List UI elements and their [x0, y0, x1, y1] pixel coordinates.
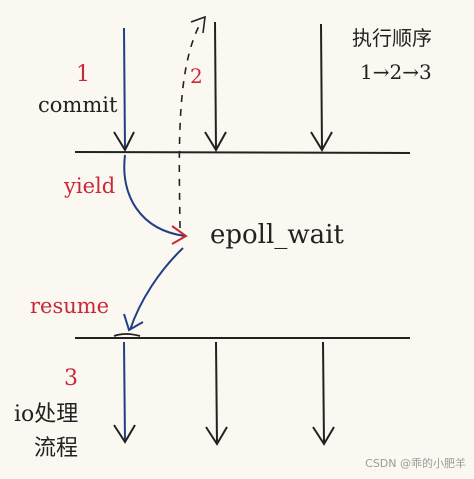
top-arrow-right: [320, 23, 323, 151]
io-process-label-line1: io处理: [14, 402, 79, 427]
commit-label: commit: [38, 93, 118, 117]
step3-number: 3: [64, 366, 78, 391]
dashed-return-arrowhead: [190, 15, 206, 34]
top-arrow-middle: [214, 21, 217, 151]
resume-label: resume: [30, 294, 110, 318]
order-title: 执行顺序: [352, 26, 432, 50]
io-arrow-middle-head: [205, 426, 228, 446]
commit-arrow: [123, 27, 126, 151]
io-arrow-right-head: [312, 426, 335, 446]
step1-number: 1: [76, 62, 90, 87]
top-divider-line: [74, 151, 411, 154]
io-arrow-middle: [215, 341, 218, 445]
io-arrow-right: [322, 341, 325, 445]
yield-arrowhead: [171, 225, 188, 245]
top-arrow-right-head: [310, 131, 333, 152]
resume-curve: [129, 247, 184, 331]
yield-curve: [123, 154, 186, 237]
io-arrow-left: [123, 341, 126, 443]
resume-arrowhead: [123, 313, 144, 332]
csdn-watermark: CSDN @乖的小肥羊: [365, 457, 466, 470]
dashed-return-path: [178, 23, 201, 229]
commit-arrowhead: [113, 131, 135, 153]
resume-landing-mark: [113, 333, 141, 337]
io-arrow-left-head: [113, 424, 136, 444]
order-sequence: 1→2→3: [360, 60, 432, 84]
top-arrow-middle-head: [204, 131, 227, 152]
yield-label: yield: [64, 174, 116, 198]
step2-number: 2: [190, 64, 203, 88]
io-process-label-line2: 流程: [34, 436, 79, 461]
epoll-wait-label: epoll_wait: [210, 220, 344, 250]
